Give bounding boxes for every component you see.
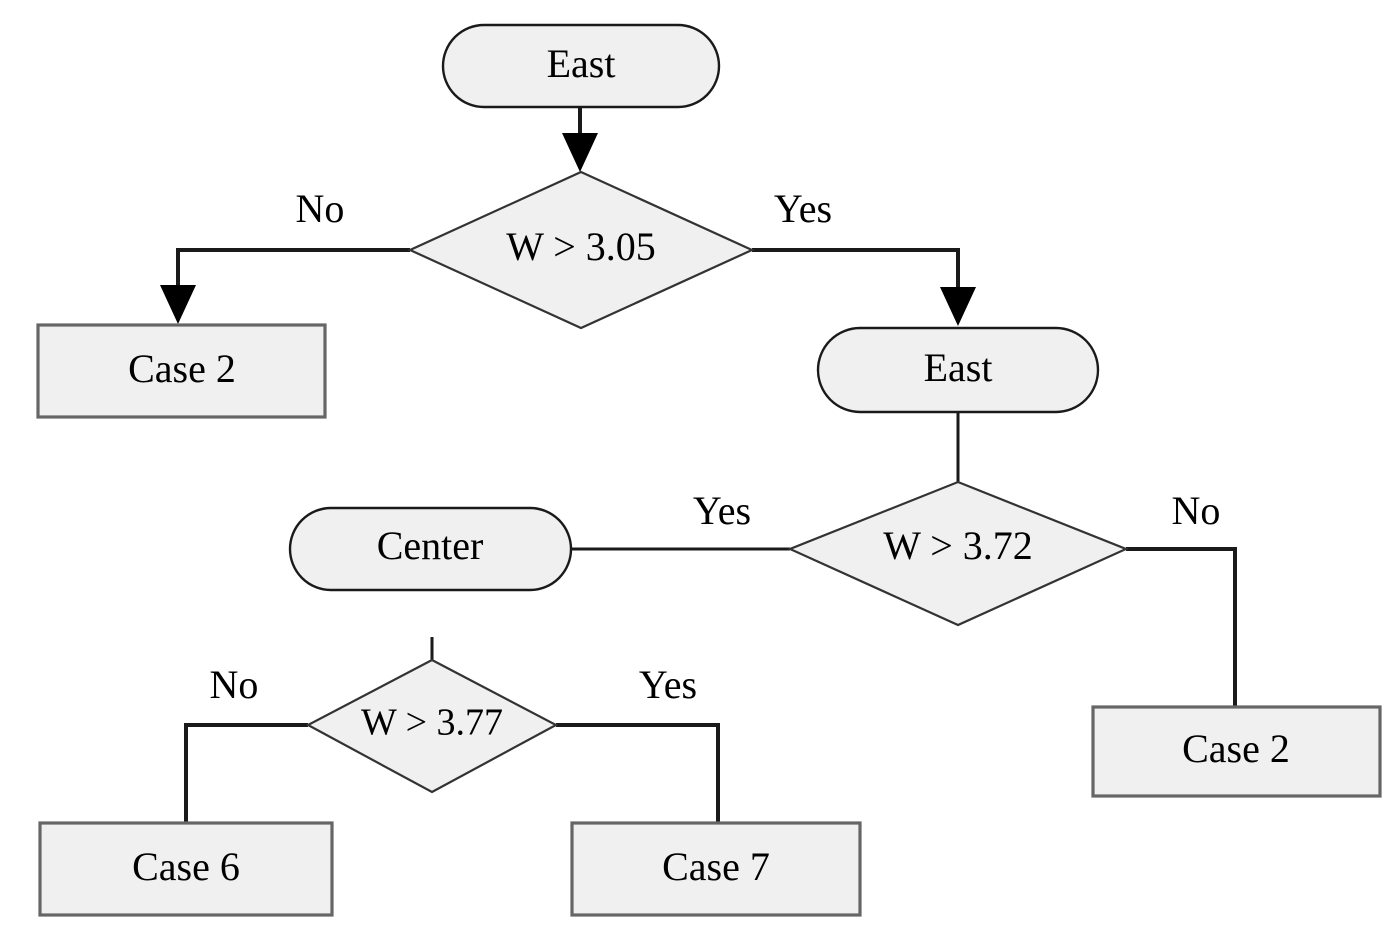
node-root-east[interactable]: East [441,23,721,109]
node-shape-diamond [305,658,559,794]
node-label-center: Center [377,523,484,568]
node-decision-377[interactable]: W > 3.77 [305,658,559,794]
edge-line-segment [752,248,960,293]
node-case2-left[interactable]: Case 2 [36,323,327,419]
edge-label-no-2: No [1172,488,1221,533]
node-label-decision-305: W > 3.05 [506,224,656,269]
node-center[interactable]: Center [288,506,573,592]
edge-line-segment [176,248,410,292]
node-shape-rect [36,323,327,419]
node-shape-diamond [407,170,755,330]
edge-decision-372-yes-to-center: Yes [571,488,790,551]
edge-decision-372-no-to-case2-right: No [1126,488,1237,707]
node-label-decision-372: W > 3.72 [883,523,1033,568]
node-label-case2-right: Case 2 [1182,726,1290,771]
edge-label-yes-2: Yes [693,488,751,533]
node-label-root-east: East [547,41,616,86]
node-decision-305[interactable]: W > 3.05 [407,170,755,330]
node-case2-right[interactable]: Case 2 [1091,705,1382,798]
edge-decision-305-yes-to-east-second: Yes [752,186,976,326]
edge-line-segment [1126,547,1237,707]
node-east-second[interactable]: East [816,326,1100,414]
node-label-case7: Case 7 [662,844,770,889]
node-label-east-second: East [924,345,993,390]
node-label-decision-377: W > 3.77 [361,702,503,744]
node-shape-stadium [288,506,573,592]
node-shape-rect [38,821,334,917]
edge-line-segment [556,723,720,823]
edge-decision-305-no-to-case2-left: No [160,186,410,324]
node-shape-diamond [787,480,1129,627]
node-label-case2-left: Case 2 [128,346,236,391]
node-shape-stadium [816,326,1100,414]
edge-decision-377-yes-to-case7: Yes [556,662,720,823]
arrowhead-icon [940,287,976,326]
edge-decision-377-no-to-case6: No [184,662,308,823]
edge-root-east-to-decision-305 [562,107,598,172]
node-case7[interactable]: Case 7 [570,821,862,917]
node-decision-372[interactable]: W > 3.72 [787,480,1129,627]
node-shape-stadium [441,23,721,109]
edge-label-yes-3: Yes [639,662,697,707]
node-shape-rect [1091,705,1382,798]
arrowhead-icon [562,133,598,172]
node-shape-rect [570,821,862,917]
edge-label-yes-1: Yes [774,186,832,231]
edge-label-no-3: No [210,662,259,707]
arrowhead-icon [160,285,196,324]
node-label-case6: Case 6 [132,844,240,889]
edge-line-segment [184,723,308,823]
edge-label-no-1: No [296,186,345,231]
node-case6[interactable]: Case 6 [38,821,334,917]
